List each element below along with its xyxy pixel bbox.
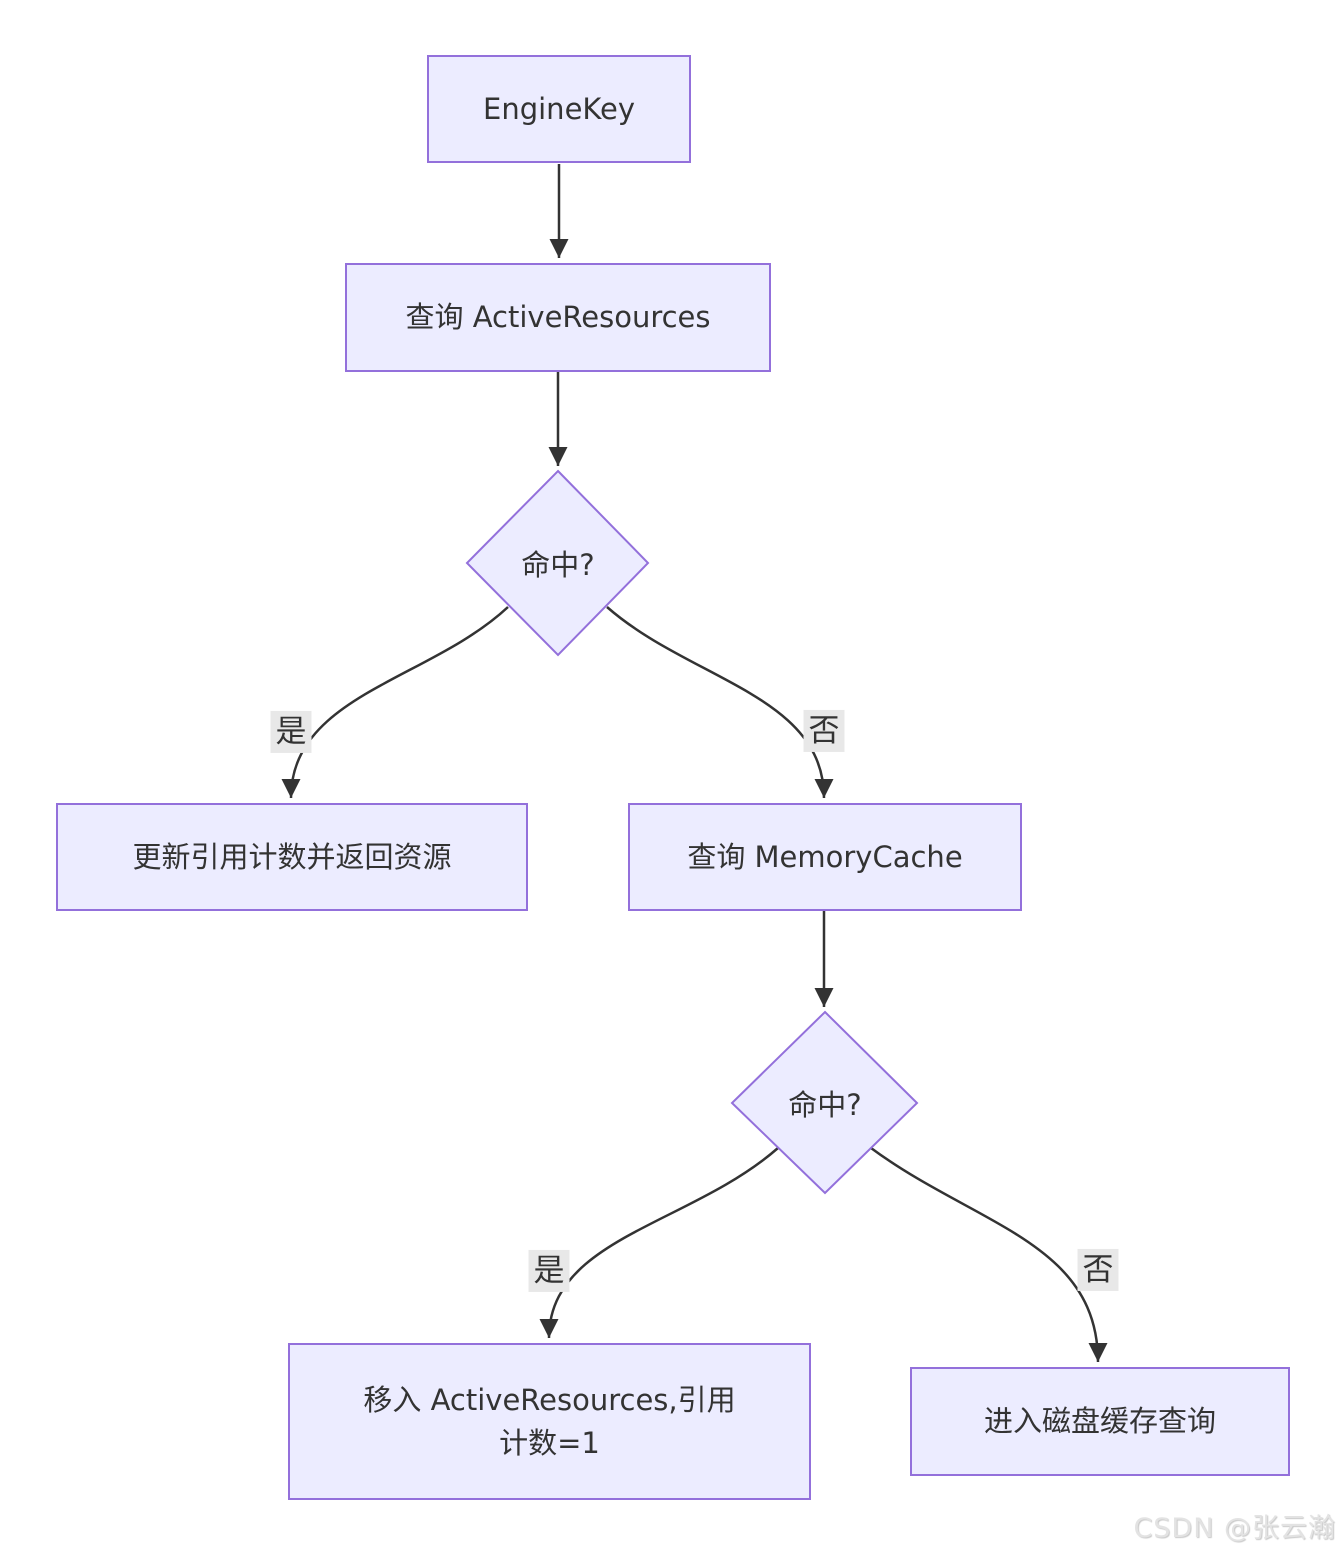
edge-label-yes-1: 是 — [270, 710, 312, 754]
csdn-watermark: CSDN @张云瀚 — [1133, 1513, 1336, 1544]
decision-hit2-shape — [730, 1010, 919, 1195]
decision-hit1-label: 命中? — [521, 548, 595, 582]
node-update-ref-count-label: 更新引用计数并返回资源 — [132, 839, 452, 874]
edge-hit1-no — [606, 606, 834, 799]
edge-label-yes-2: 是 — [528, 1249, 570, 1293]
node-query-memory-cache-label: 查询 MemoryCache — [687, 839, 963, 874]
edge-label-no-2: 否 — [1077, 1248, 1119, 1292]
node-query-memory-cache: 查询 MemoryCache — [628, 803, 1022, 911]
node-query-active-resources-label: 查询 ActiveResources — [405, 300, 711, 335]
node-disk-cache-lookup: 进入磁盘缓存查询 — [910, 1367, 1290, 1476]
node-disk-cache-lookup-label: 进入磁盘缓存查询 — [983, 1404, 1216, 1439]
decision-hit2-label: 命中? — [788, 1088, 862, 1122]
edge-label-no-1: 否 — [803, 709, 845, 753]
node-update-ref-count: 更新引用计数并返回资源 — [56, 803, 528, 911]
node-enginekey-label: EngineKey — [483, 91, 635, 126]
node-move-to-active-line1: 移入 ActiveResources,引用 — [363, 1383, 736, 1418]
node-enginekey: EngineKey — [427, 55, 691, 163]
node-query-active-resources: 查询 ActiveResources — [345, 263, 771, 372]
node-move-to-active: 移入 ActiveResources,引用 计数=1 — [288, 1343, 811, 1500]
edge-hit2-no — [870, 1146, 1108, 1363]
decision-hit1-shape — [465, 469, 650, 657]
node-move-to-active-line2: 计数=1 — [499, 1425, 600, 1460]
edge-hit1-yes — [281, 606, 509, 799]
edge-hit2-yes — [539, 1147, 779, 1339]
